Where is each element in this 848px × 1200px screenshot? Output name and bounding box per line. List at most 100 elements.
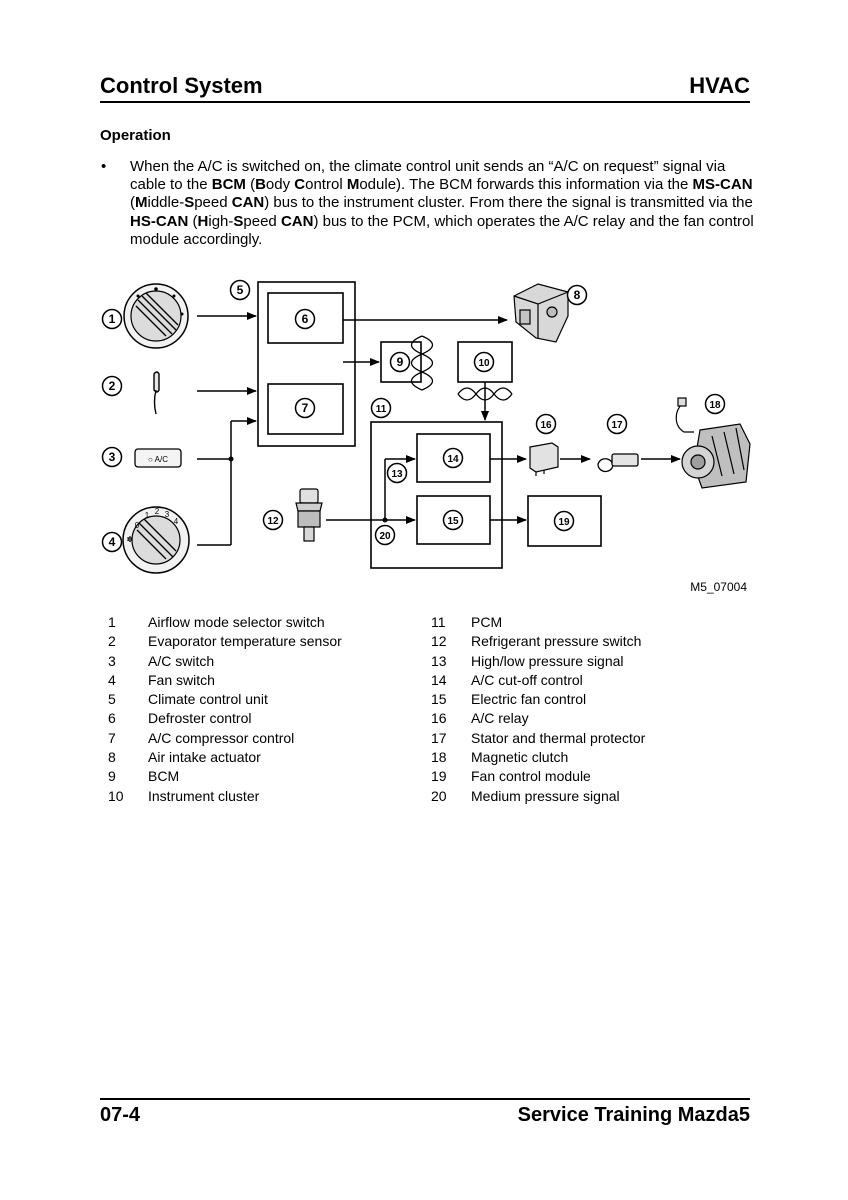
- callout-6: 6: [294, 308, 316, 330]
- legend-label: Medium pressure signal: [471, 787, 620, 804]
- legend-number: 12: [431, 633, 447, 650]
- legend-label: PCM: [471, 614, 503, 630]
- fan-dial-mark: 4: [174, 517, 179, 526]
- bold-term: H: [197, 212, 209, 230]
- legend-label: Airflow mode selector switch: [148, 614, 325, 630]
- svg-text:20: 20: [379, 531, 391, 542]
- svg-text:1: 1: [109, 312, 116, 326]
- bold-term: S: [184, 194, 195, 212]
- legend-number: 4: [108, 671, 116, 688]
- callout-14: 14: [442, 447, 464, 469]
- callout-12: 12: [262, 509, 284, 531]
- footer-title: Service Training Mazda5: [517, 1104, 750, 1126]
- bold-term: C: [294, 176, 306, 194]
- junction-dot: [382, 517, 388, 523]
- legend-label: Magnetic clutch: [471, 749, 569, 766]
- legend-label: Electric fan control: [471, 691, 587, 708]
- svg-text:15: 15: [447, 516, 459, 527]
- callout-20: 20: [374, 524, 396, 546]
- text-run: ) bus to the instrument cluster. From th…: [264, 194, 753, 212]
- legend-label: Evaporator temperature sensor: [148, 633, 342, 650]
- fan-dial-mark: 0: [135, 521, 140, 530]
- callout-18: 18: [704, 393, 726, 415]
- callout-2: 2: [101, 375, 123, 397]
- svg-text:8: 8: [574, 288, 581, 302]
- svg-text:12: 12: [267, 516, 279, 527]
- fan-switch-dial-icon: 0 1 2 3 4 ✽: [122, 506, 190, 574]
- pcm-box: [370, 421, 503, 569]
- text-run: (: [188, 212, 198, 230]
- text-run: ) bus to the PCM, which operates the A/C…: [130, 212, 754, 248]
- operation-heading: Operation: [100, 127, 171, 144]
- bold-term: CAN: [280, 212, 314, 230]
- legend-label: Fan control module: [471, 768, 591, 785]
- callout-19: 19: [553, 510, 575, 532]
- evaporator-sensor-icon: [153, 371, 160, 415]
- ms-can-bus-icon: [410, 335, 434, 391]
- svg-text:4: 4: [109, 535, 116, 549]
- legend-number: 9: [108, 768, 116, 785]
- bold-term: MS-CAN: [692, 176, 753, 194]
- callout-4: 4: [101, 531, 123, 553]
- svg-text:9: 9: [397, 355, 404, 369]
- svg-text:2: 2: [109, 379, 116, 393]
- legend-number: 3: [108, 652, 116, 669]
- text-run: (: [245, 176, 256, 194]
- svg-text:○ A/C: ○ A/C: [148, 455, 168, 464]
- legend-label: High/low pressure signal: [471, 652, 624, 669]
- legend-label: Air intake actuator: [148, 749, 261, 766]
- bcm-box: [380, 341, 422, 383]
- header-section: HVAC: [689, 73, 750, 98]
- svg-text:18: 18: [709, 400, 721, 411]
- legend-label: BCM: [148, 768, 180, 785]
- callout-17: 17: [606, 413, 628, 435]
- legend-number: 17: [431, 729, 447, 746]
- legend-label: Refrigerant pressure switch: [471, 633, 642, 650]
- legend-label: A/C switch: [148, 652, 215, 669]
- legend-number: 20: [431, 787, 447, 804]
- text-run: odule). The BCM forwards this informatio…: [359, 176, 693, 194]
- ac-compressor-control-box: [267, 383, 344, 435]
- footer-rule: [100, 1098, 750, 1100]
- legend-label: A/C relay: [471, 710, 529, 727]
- bold-term: M: [346, 176, 360, 194]
- fan-control-module-box: [527, 495, 602, 547]
- bold-term: BCM: [211, 176, 246, 194]
- text-run: peed: [194, 194, 232, 212]
- fan-dial-mark: 3: [165, 510, 170, 519]
- text-run: ontrol: [305, 176, 347, 194]
- hvac-control-diagram: ○ A/C 0 1 2 3 4 ✽: [101, 279, 751, 594]
- legend-number: 13: [431, 652, 447, 669]
- legend-number: 6: [108, 710, 116, 727]
- air-intake-actuator-icon: [513, 283, 569, 343]
- legend-number: 5: [108, 691, 116, 708]
- text-run: igh-: [208, 212, 234, 230]
- callout-5: 5: [229, 279, 251, 301]
- header-rule: [100, 101, 750, 103]
- legend-label: Instrument cluster: [148, 787, 260, 804]
- text-run: iddle-: [147, 194, 185, 212]
- svg-text:11: 11: [376, 404, 387, 415]
- legend-item: 9 BCM: [108, 767, 408, 786]
- legend-number: 14: [431, 671, 447, 688]
- legend-label: Climate control unit: [148, 691, 268, 708]
- climate-control-unit-box: [257, 281, 356, 447]
- legend-number: 7: [108, 729, 116, 746]
- svg-text:5: 5: [237, 283, 244, 297]
- svg-text:6: 6: [302, 312, 309, 326]
- bold-term: CAN: [231, 194, 265, 212]
- bullet-mark: •: [101, 158, 107, 175]
- callout-15: 15: [442, 509, 464, 531]
- svg-text:10: 10: [478, 358, 490, 369]
- refrigerant-pressure-switch-icon: [295, 488, 323, 542]
- ac-cutoff-control-box: [416, 433, 491, 483]
